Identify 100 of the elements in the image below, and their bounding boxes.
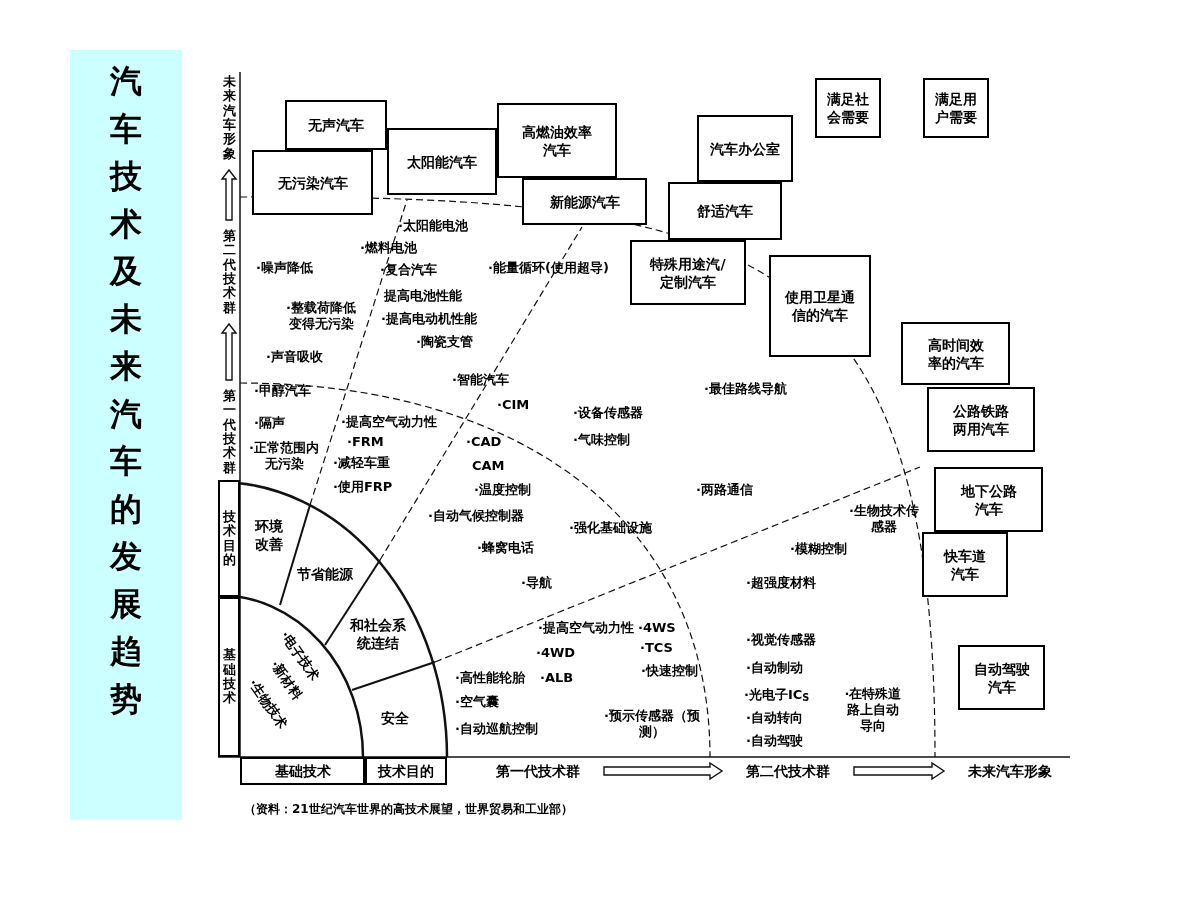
technology-item: ·声音吸收 — [266, 349, 323, 365]
technology-item: ·FRM — [347, 434, 384, 450]
box-text: 新能源汽车 — [549, 192, 620, 211]
technology-item: ·空气囊 — [455, 694, 499, 710]
axis-label: 第二代技术群 — [728, 759, 848, 783]
box-text: 满足用户需要 — [934, 90, 978, 126]
car-concept-box — [522, 178, 647, 225]
axis-box — [365, 757, 447, 785]
car-concept-box — [630, 240, 746, 305]
hollow-arrow — [853, 761, 946, 781]
technology-item: ·提高空气动力性 — [538, 620, 634, 636]
box-text: 高时间效率的汽车 — [926, 335, 985, 372]
technology-item: ·使用FRP — [333, 479, 393, 495]
hollow-arrow — [220, 322, 238, 381]
technology-item: ·太阳能电池 — [398, 218, 468, 234]
vertical-axis-label: 第一代技术群 — [218, 386, 240, 478]
technology-item: ·提高空气动力性 — [341, 414, 437, 430]
technology-item: ·噪声降低 — [256, 260, 313, 276]
technology-item: ·两路通信 — [696, 482, 753, 498]
car-concept-box — [668, 182, 782, 240]
box-text: 高燃油效率汽车 — [521, 122, 593, 159]
technology-item: ·TCS — [640, 640, 673, 656]
box-text: 地下公路汽车 — [959, 481, 1018, 518]
axis-text: 基础技术 — [274, 761, 331, 781]
technology-item: ·提高电动机性能 — [381, 311, 477, 327]
technology-item: ·光电子IC$_{S}$ — [744, 687, 810, 703]
car-concept-box — [922, 532, 1008, 597]
car-concept-box — [927, 387, 1035, 452]
technology-item: ·预示传感器（预测） — [604, 708, 700, 740]
car-concept-box — [815, 78, 881, 138]
technology-item: ·隔声 — [254, 415, 285, 431]
car-concept-box — [285, 100, 387, 150]
box-text: 舒适汽车 — [697, 202, 753, 220]
technology-item: ·设备传感器 — [573, 405, 643, 421]
car-concept-box — [252, 150, 373, 215]
axis-label: 第一代技术群 — [478, 759, 598, 783]
hollow-arrow — [603, 761, 724, 781]
technology-item: ·复合汽车 — [380, 262, 437, 278]
technology-item: ·正常范围内无污染 — [248, 440, 320, 472]
axis-text: 技术目的 — [378, 761, 434, 781]
technology-item: ·高性能轮胎 — [455, 670, 525, 686]
axis-box — [240, 757, 365, 785]
technology-item: ·导航 — [521, 575, 552, 591]
technology-item: CAM — [472, 458, 505, 474]
technology-item: ·自动转向 — [746, 710, 803, 726]
box-text: 使用卫星通信的汽车 — [784, 288, 856, 324]
technology-item: ·整载荷降低变得无污染 — [285, 300, 357, 332]
car-concept-box — [697, 115, 793, 182]
technology-item: ·最佳路线导航 — [704, 381, 787, 397]
axis-label: 未来汽车形象 — [950, 759, 1070, 783]
technology-item: ·自动巡航控制 — [455, 721, 538, 737]
technology-item: ·视觉传感器 — [746, 632, 816, 648]
car-concept-box — [497, 103, 617, 178]
technology-item: ·4WD — [536, 645, 576, 661]
car-concept-box — [769, 255, 871, 357]
technology-item: ·CIM — [497, 397, 530, 413]
technology-item: ·4WS — [638, 620, 676, 636]
box-text: 特殊用途汽/定制汽车 — [648, 254, 727, 291]
technology-item: ·超强度材料 — [746, 575, 816, 591]
technology-item: ·燃料电池 — [360, 240, 417, 256]
technology-item: ·能量循环(使用超导) — [488, 260, 609, 276]
technology-item: ·生物技术传感器 — [848, 503, 920, 535]
technology-item: ·快速控制 — [641, 663, 698, 679]
box-text: 公路铁路两用汽车 — [952, 401, 1010, 438]
sector-text: 和社会系统连结 — [349, 616, 407, 652]
car-concept-box — [387, 128, 497, 195]
vertical-axis-text: 技术目的 — [222, 509, 236, 568]
technology-item: ·自动驾驶 — [746, 733, 803, 749]
technology-item: ·CAD — [466, 434, 502, 450]
vertical-title: 汽车技术及未来汽车的发展趋势 — [110, 61, 142, 720]
vertical-axis-text: 基础技术 — [222, 648, 236, 706]
technology-item: 提高电池性能 — [384, 288, 462, 304]
car-concept-box — [923, 78, 989, 138]
technology-item: ·模糊控制 — [790, 541, 847, 557]
car-concept-box — [958, 645, 1045, 710]
technology-item: ·ALB — [540, 670, 574, 686]
axis-box — [218, 597, 240, 757]
hollow-arrow — [220, 168, 238, 221]
box-text: 太阳能汽车 — [407, 152, 477, 171]
technology-item: ·减轻车重 — [333, 455, 390, 471]
axis-box — [218, 480, 240, 597]
technology-item: ·自动气候控制器 — [428, 508, 524, 524]
vertical-axis-label: 第二代技术群 — [218, 226, 240, 318]
box-text: 无声汽车 — [308, 116, 364, 134]
sector-text: 安全 — [381, 709, 409, 727]
sector-text: 节省能源 — [297, 565, 353, 583]
car-concept-box — [934, 467, 1043, 532]
technology-item: ·气味控制 — [573, 432, 630, 448]
technology-item: ·温度控制 — [474, 482, 531, 498]
technology-item: ·强化基础设施 — [569, 520, 652, 536]
technology-item: ·自动制动 — [746, 660, 803, 676]
technology-item: ·甲醇汽车 — [254, 383, 311, 399]
technology-item: ·蜂窝电话 — [477, 540, 534, 556]
source-caption: （资料：21世纪汽车世界的高技术展望，世界贸易和工业部） — [244, 801, 573, 818]
vertical-axis-label: 未来汽车形象 — [218, 72, 240, 164]
box-text: 汽车办公室 — [710, 139, 780, 158]
box-text: 自动驾驶汽车 — [972, 659, 1031, 696]
technology-item: ·陶瓷支管 — [416, 334, 473, 350]
car-concept-box — [901, 322, 1010, 385]
technology-item: ·智能汽车 — [452, 372, 509, 388]
